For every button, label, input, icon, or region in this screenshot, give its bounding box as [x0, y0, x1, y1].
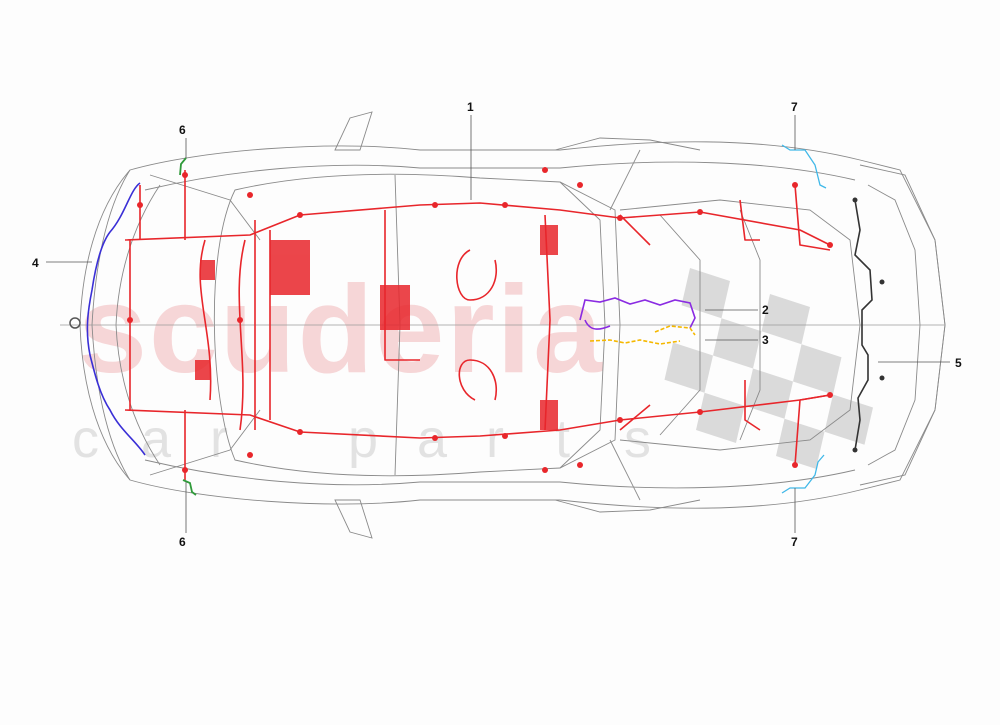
- harness-4-ground: [69, 317, 81, 329]
- harness-6-top: [179, 157, 187, 176]
- harness-main-connectors: [127, 167, 833, 473]
- harness-7-top: [781, 144, 827, 189]
- watermark-scuderia: scuderia: [78, 261, 605, 399]
- callout-4[interactable]: 4: [32, 256, 39, 270]
- watermark-letter: t: [555, 409, 571, 469]
- callout-1[interactable]: 1: [467, 100, 474, 114]
- harness-main-fusebox: [195, 225, 558, 430]
- callout-leaders: [46, 115, 950, 533]
- callout-6-top[interactable]: 6: [179, 123, 186, 137]
- callout-7-top[interactable]: 7: [791, 100, 798, 114]
- harness-4: [86, 182, 146, 456]
- callout-7-bottom[interactable]: 7: [791, 535, 798, 549]
- callout-3[interactable]: 3: [762, 333, 769, 347]
- watermark-letter: c: [72, 409, 99, 469]
- watermark-letter: a: [141, 409, 172, 469]
- harness-main: [124, 170, 831, 480]
- harness-7-bottom: [781, 454, 825, 494]
- harness-5: [854, 199, 873, 451]
- watermark-letter: a: [417, 409, 448, 469]
- watermark-letter: p: [348, 409, 379, 469]
- watermark-letter: r: [486, 409, 504, 469]
- harness-2: [579, 297, 696, 330]
- callout-2[interactable]: 2: [762, 303, 769, 317]
- harness-6-bottom: [182, 479, 197, 496]
- watermark-letter: s: [624, 409, 651, 469]
- callout-6-bottom[interactable]: 6: [179, 535, 186, 549]
- harness-3: [589, 325, 696, 345]
- callout-5[interactable]: 5: [955, 356, 962, 370]
